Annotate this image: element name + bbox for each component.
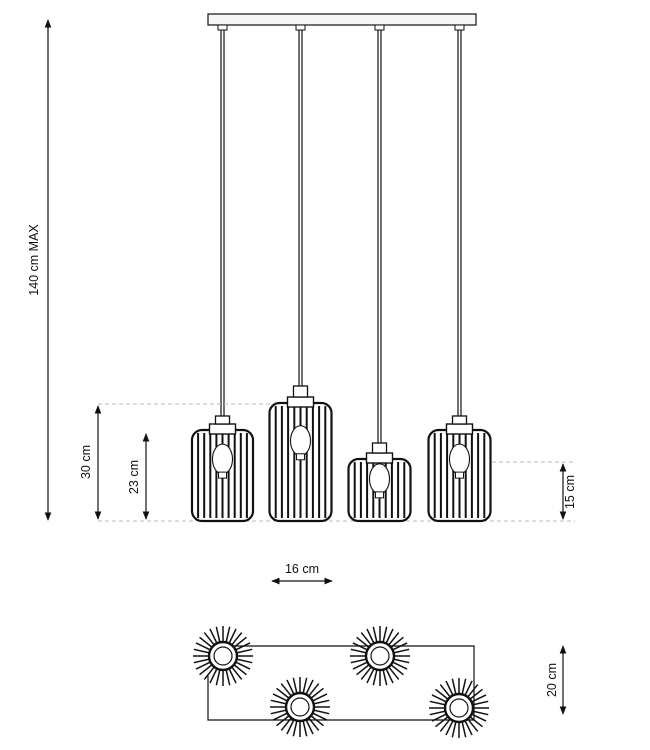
lamp-socket xyxy=(286,396,315,408)
bulb-icon xyxy=(448,443,471,475)
top-view-shades xyxy=(193,626,489,738)
shade-medium-label: 23 cm xyxy=(127,460,141,494)
canopy-outline-top-view xyxy=(207,645,475,721)
height-max-label: 140 cm MAX xyxy=(27,224,41,296)
bulb-icon xyxy=(211,443,234,475)
shade-tall-label: 30 cm xyxy=(79,445,93,479)
shade-top-view-icon-3 xyxy=(270,677,330,737)
shade-short-label: 15 cm xyxy=(563,475,577,509)
canopy-depth-label: 20 cm xyxy=(545,663,559,697)
suspension-cords xyxy=(220,30,462,443)
pendant-shade-2 xyxy=(268,385,333,523)
pendant-shade-1 xyxy=(190,415,255,523)
dimension-arrows xyxy=(44,19,567,715)
lamp-socket xyxy=(445,423,474,435)
lamp-socket xyxy=(208,423,237,435)
pendant-shade-4 xyxy=(427,415,492,523)
bulb-icon xyxy=(368,463,391,495)
ceiling-canopy xyxy=(207,13,477,31)
top-view xyxy=(193,626,489,738)
shade-top-view-icon-2 xyxy=(350,626,410,686)
shade-top-view-icon-4 xyxy=(429,678,489,738)
dashed-guides xyxy=(98,403,575,522)
shade-group xyxy=(190,385,492,523)
shade-width-label: 16 cm xyxy=(285,562,319,576)
pendant-shade-3 xyxy=(347,442,412,523)
lamp-socket xyxy=(365,452,394,464)
shade-top-view-icon-1 xyxy=(193,626,253,686)
bulb-icon xyxy=(289,425,312,457)
